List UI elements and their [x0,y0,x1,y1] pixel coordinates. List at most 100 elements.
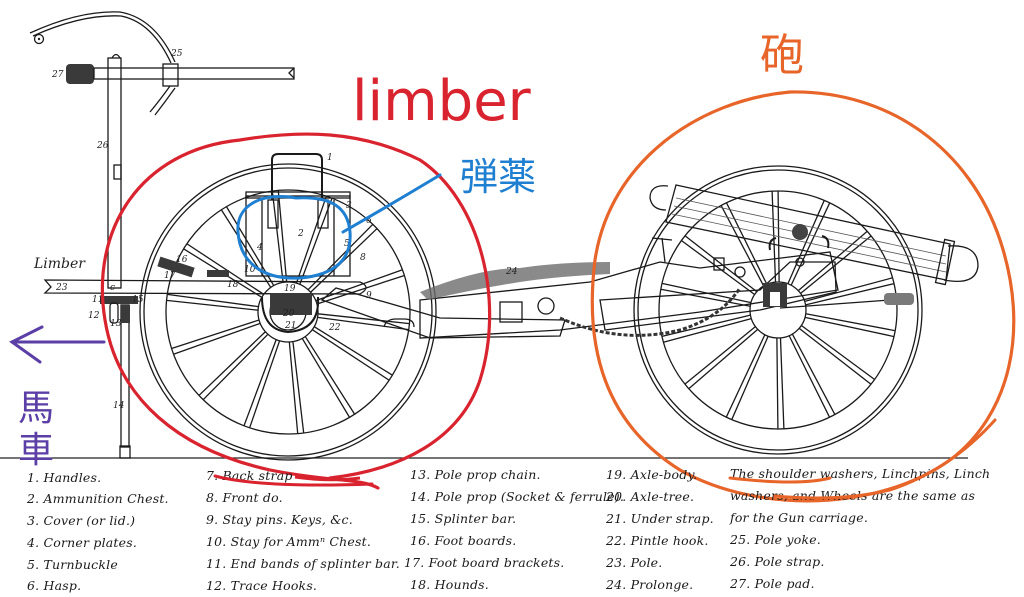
spoke [791,333,836,415]
spoke [317,316,409,331]
legend-item: 25. Pole yoke. [730,532,821,547]
spoke [661,314,751,338]
annotation-cannon-circle [590,90,1016,503]
part-label: 9 [366,291,372,301]
part-label: 15 [132,295,144,305]
part-label: 10 [244,265,256,275]
foot-board [157,256,195,278]
legend-item: 15. Splinter bar. [410,511,517,526]
annotation-cannon: 砲 [760,30,804,81]
spoke [288,341,299,434]
trail-handle [383,318,415,328]
blue-pointer-line [341,173,442,234]
spoke [249,340,281,429]
legend-item: 13. Pole prop chain. [410,467,541,482]
part-label: 27 [51,70,64,80]
spoke [797,230,868,292]
spoke [317,313,410,325]
limber-body [43,153,566,459]
legend-item: 27. Pole pad. [730,576,815,591]
part-label: 19 [284,284,296,294]
spoke [277,190,288,283]
annotation-ammunition: 弾薬 [460,155,536,199]
part-label: 8 [360,253,366,263]
spoke [680,239,755,296]
legend-note: washers, and Wheels are the same as [730,488,976,503]
cascabel [649,185,669,211]
under-strap [261,296,320,334]
annotation-ammo-circle [236,173,442,280]
spoke [301,338,351,418]
legend-item: 17. Foot board brackets. [404,555,565,570]
part-label: 2 [297,229,304,239]
part-label: 26 [96,141,109,151]
pole-detail [29,11,295,289]
pole-pad [66,64,94,84]
part-label: 13 [110,319,122,329]
cannon-muzzle [943,245,979,283]
spoke [292,341,305,434]
legend-item: 6. Hasp. [27,578,82,593]
spoke [788,335,831,418]
blue-circle [236,195,352,280]
spoke [805,282,895,306]
spoke [688,328,759,390]
part-label: 23 [55,283,68,293]
legend-item: 16. Foot boards. [410,533,517,548]
splinter-bar [100,296,138,304]
spoke [171,319,260,350]
pole-ring [33,33,45,45]
legend-item: 20. Axle-tree. [606,489,695,504]
gun-carriage [419,184,979,339]
chain [559,287,742,337]
legend-item: 22. Pintle hook. [606,533,709,548]
annotation-limber: limber [352,69,532,134]
spoke [684,235,758,293]
spoke [186,243,265,295]
spoke [798,327,872,385]
spoke [198,331,266,396]
spoke [720,205,765,287]
hounds [43,279,367,295]
spoke [166,299,259,311]
pole-yoke [162,63,179,87]
sponge [884,293,914,305]
legend-item: 1. Handles. [27,470,102,485]
legend-item: 9. Stay pins. Keys, &c. [206,512,353,527]
legend-item: 4. Corner plates. [27,535,138,550]
part-label: 4 [256,243,263,253]
annotation-horse-carriage-1: 馬 [18,388,54,429]
legend-item: 23. Pole. [606,555,663,570]
legend-item: 2. Ammunition Chest. [27,491,169,506]
spoke [243,339,277,427]
part-label: 1 [327,153,333,163]
gun-wheel-spokes [660,190,896,430]
part-label: 24 [505,267,518,277]
chest-handle [271,153,323,200]
spoke [173,322,261,355]
trail-eye [537,297,555,315]
legend-item: 24. Prolonge. [606,577,694,592]
part-label: 21 [284,321,296,331]
legend-item: 3. Cover (or lid.) [27,513,136,528]
spoke [315,269,403,302]
part-label: 14 [113,401,125,411]
spoke [779,337,785,429]
spoke [801,324,876,381]
spoke [804,277,893,302]
part-label: 22 [328,323,341,333]
spoke [316,274,405,305]
legend-note: The shoulder washers, Linchpins, Linch [730,466,991,481]
rammer [779,299,891,309]
part-label: 20 [282,309,295,319]
spoke [731,335,769,420]
prolonge [420,262,610,300]
legend-item: 18. Hounds. [410,577,489,592]
spoke [663,318,752,343]
trunnion [792,224,808,240]
trail-plate [499,301,523,323]
legend-item: 12. Trace Hooks. [206,578,318,593]
